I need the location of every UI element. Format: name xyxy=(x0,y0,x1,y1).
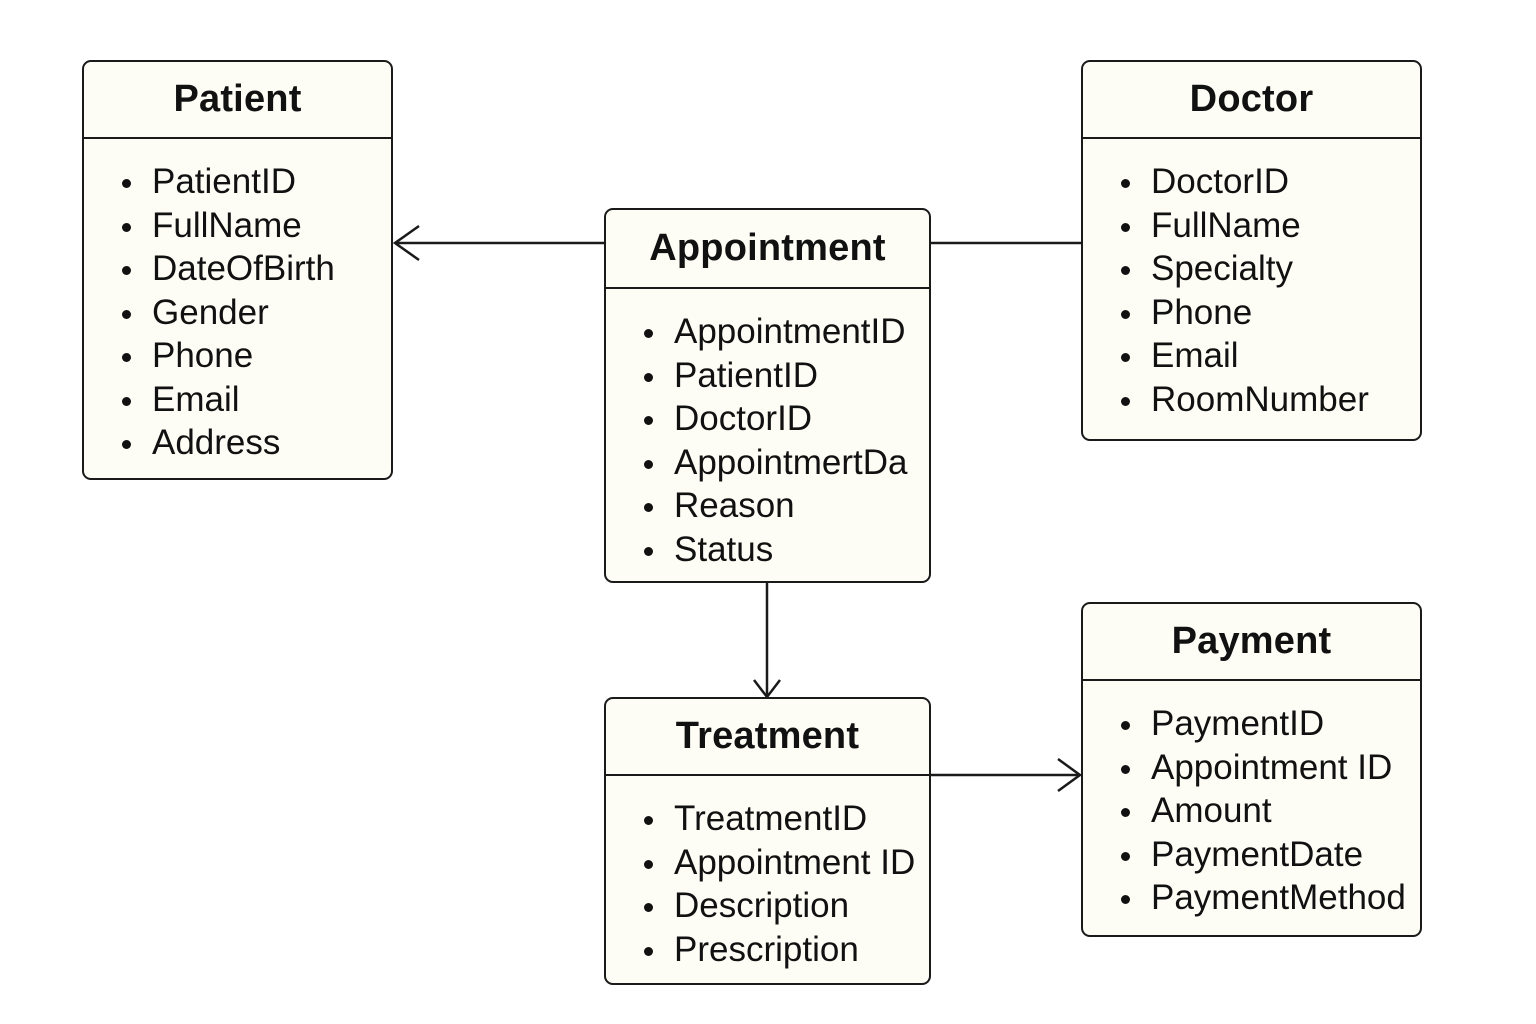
attribute-list: DoctorID FullName Specialty Phone Email … xyxy=(1083,139,1420,421)
attribute-item: Reason xyxy=(638,484,929,528)
attribute-item: PaymentDate xyxy=(1115,833,1420,877)
entity-treatment[interactable]: Treatment TreatmentID Appointment ID Des… xyxy=(604,697,931,985)
attribute-item: RoomNumber xyxy=(1115,378,1420,422)
entity-patient[interactable]: Patient PatientID FullName DateOfBirth G… xyxy=(82,60,393,480)
entity-header: Payment xyxy=(1083,604,1420,681)
entity-title: Patient xyxy=(173,78,302,120)
attribute-list: TreatmentID Appointment ID Description P… xyxy=(606,776,929,971)
attribute-list: PaymentID Appointment ID Amount PaymentD… xyxy=(1083,681,1420,920)
attribute-item: TreatmentID xyxy=(638,797,929,841)
attribute-item: Email xyxy=(116,378,391,422)
entity-payment[interactable]: Payment PaymentID Appointment ID Amount … xyxy=(1081,602,1422,937)
attribute-item: DoctorID xyxy=(638,397,929,441)
entity-title: Appointment xyxy=(649,227,886,269)
entity-title: Treatment xyxy=(675,715,860,757)
attribute-item: Phone xyxy=(116,334,391,378)
attribute-item: FullName xyxy=(116,204,391,248)
attribute-item: PaymentMethod xyxy=(1115,876,1420,920)
attribute-item: DoctorID xyxy=(1115,160,1420,204)
attribute-item: Email xyxy=(1115,334,1420,378)
arrowhead-payment xyxy=(1057,757,1083,793)
attribute-item: Prescription xyxy=(638,928,929,972)
attribute-item: DateOfBirth xyxy=(116,247,391,291)
entity-title: Doctor xyxy=(1189,78,1314,120)
attribute-item: PatientID xyxy=(638,354,929,398)
attribute-item: PaymentID xyxy=(1115,702,1420,746)
attribute-item: Gender xyxy=(116,291,391,335)
attribute-item: Appointment ID xyxy=(1115,746,1420,790)
attribute-item: AppointmentID xyxy=(638,310,929,354)
attribute-item: Description xyxy=(638,884,929,928)
attribute-item: PatientID xyxy=(116,160,391,204)
attribute-item: Specialty xyxy=(1115,247,1420,291)
attribute-list: PatientID FullName DateOfBirth Gender Ph… xyxy=(84,139,391,465)
entity-header: Doctor xyxy=(1083,62,1420,139)
entity-header: Treatment xyxy=(606,699,929,776)
entity-header: Patient xyxy=(84,62,391,139)
attribute-item: Phone xyxy=(1115,291,1420,335)
attribute-item: Appointment ID xyxy=(638,841,929,885)
attribute-item: Status xyxy=(638,528,929,572)
entity-title: Payment xyxy=(1171,620,1332,662)
attribute-item: AppointmertDa xyxy=(638,441,929,485)
entity-appointment[interactable]: Appointment AppointmentID PatientID Doct… xyxy=(604,208,931,583)
arrowhead-patient xyxy=(392,224,420,262)
entity-doctor[interactable]: Doctor DoctorID FullName Specialty Phone… xyxy=(1081,60,1422,441)
entity-header: Appointment xyxy=(606,210,929,289)
attribute-item: Amount xyxy=(1115,789,1420,833)
attribute-list: AppointmentID PatientID DoctorID Appoint… xyxy=(606,289,929,571)
attribute-item: Address xyxy=(116,421,391,465)
attribute-item: FullName xyxy=(1115,204,1420,248)
